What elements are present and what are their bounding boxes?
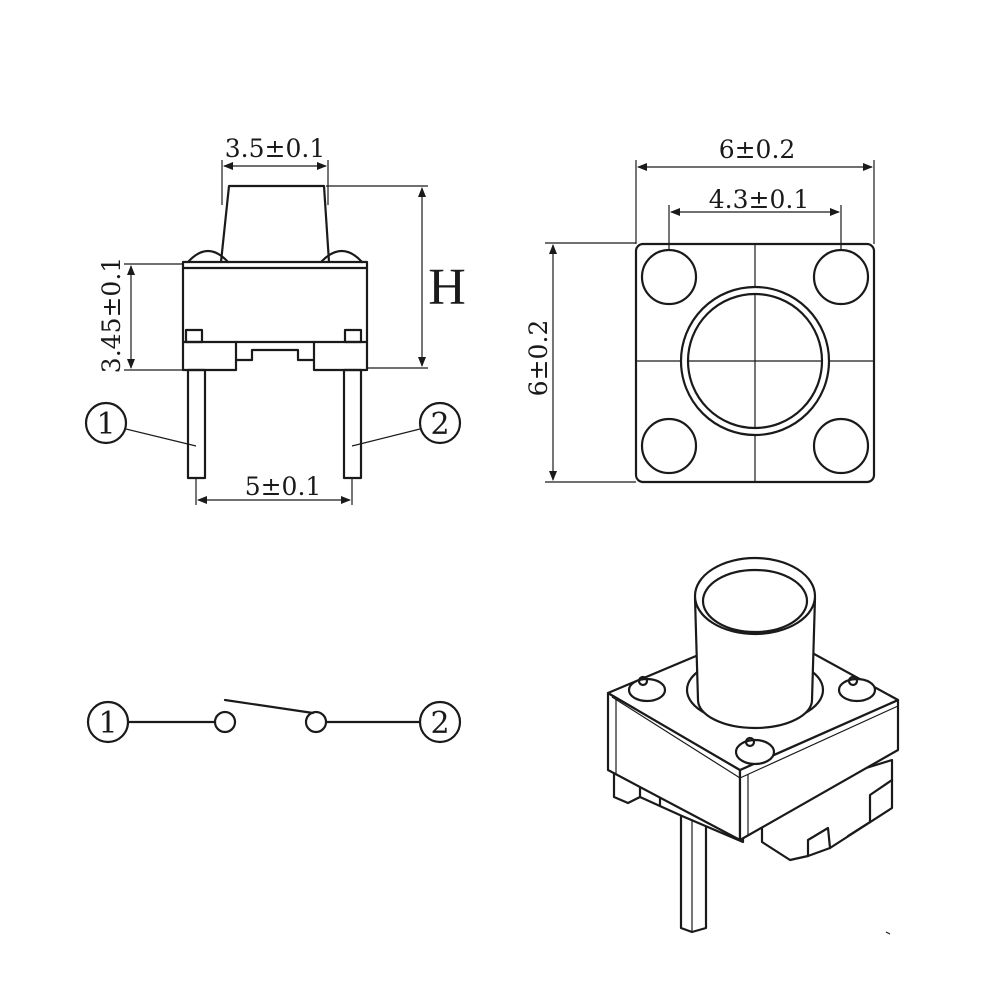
schematic-pin-2-circle [418,700,462,744]
corner-hole-top-right [812,248,870,306]
switch-schematic: 1 2 [86,698,462,744]
iso-dome-right-dot [847,675,859,687]
base-profile [181,340,369,372]
schematic-contact-right [304,710,328,734]
isometric-view [606,556,900,935]
pin-2-callout-label: 2 [430,407,449,442]
switch-body-side [181,260,369,344]
pin-1-side [186,368,207,480]
iso-foot-notch [806,826,832,858]
left-post [184,328,204,344]
iso-base-right [760,758,894,862]
left-dome-side [186,249,230,264]
schematic-pin-1-label: 1 [98,706,117,741]
dim-body-depth: 6±0.2 [524,320,553,397]
schematic-switch-lever [223,698,315,715]
actuator-side [219,184,331,264]
iso-top-rim [611,696,899,779]
pin-2-side [342,368,363,480]
right-dome-side [319,249,364,264]
iso-actuator-top-inner [701,568,809,634]
pin-2-leader [351,428,421,447]
top-view: 6±0.2 4.3±0.1 6±0.2 [524,135,876,484]
iso-dome-left-dot [637,675,649,687]
iso-dome-front [734,738,776,766]
schematic-contact-left [213,710,237,734]
dim-hole-pitch: 4.3±0.1 [709,185,809,214]
pin-1-leader [125,428,197,447]
pin-1-callout-circle [84,401,128,445]
corner-hole-bottom-right [812,417,870,475]
iso-actuator-top [693,556,817,636]
iso-foot-right [846,778,894,838]
iso-actuator-cylinder [693,596,817,730]
dim-body-width: 6±0.2 [719,135,796,164]
corner-hole-bottom-left [640,417,698,475]
dim-body-height: 3.45±0.1 [97,257,126,373]
iso-domes [627,675,877,766]
schematic-pin-2-label: 2 [430,706,449,741]
dim-pin-pitch: 5±0.1 [245,472,322,501]
corner-hole-top-left [640,248,698,306]
dim-height-h: H [428,259,466,316]
iso-pin [679,808,708,934]
side-view: 3.5±0.1 3.45±0.1 H 5±0.1 1 2 [84,134,466,505]
iso-tick [885,931,891,935]
right-post [343,328,363,344]
pin-1-callout-label: 1 [96,407,115,442]
dim-actuator-width: 3.5±0.1 [225,134,325,163]
iso-dome-front-dot [744,736,756,748]
pin-2-callout-circle [418,401,462,445]
